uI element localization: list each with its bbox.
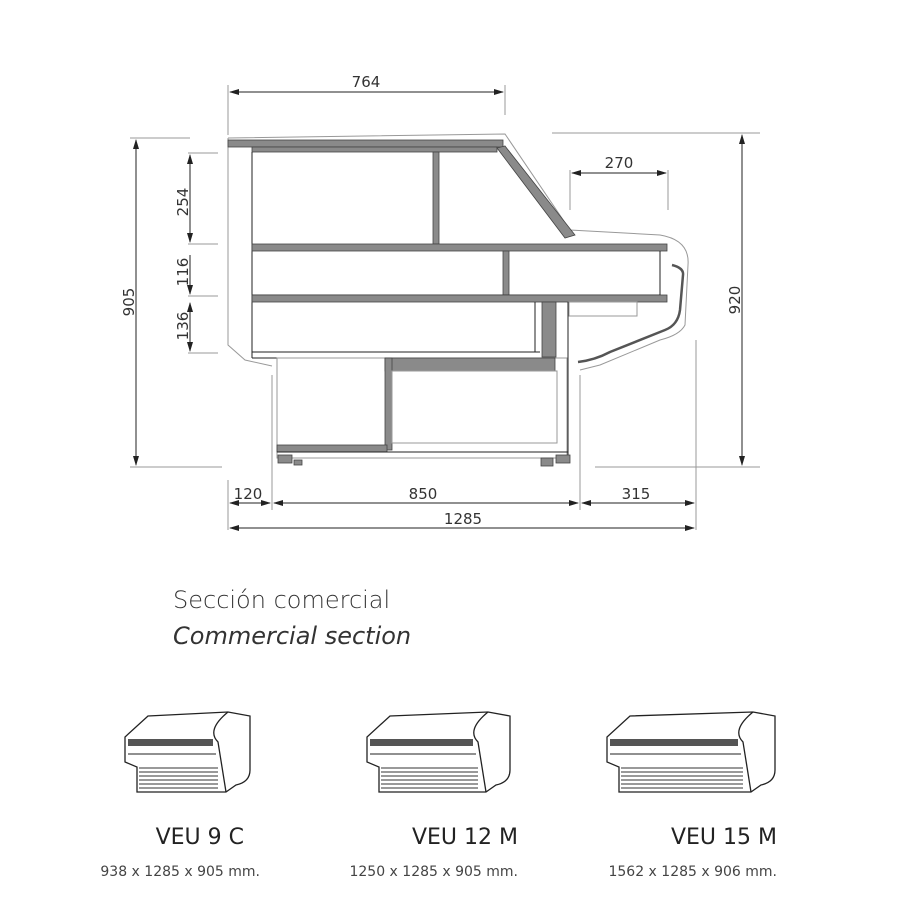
front-curved-glass bbox=[577, 263, 685, 364]
cabinet-outline bbox=[227, 133, 689, 371]
foot bbox=[277, 454, 293, 464]
model-size: 1562 x 1285 x 906 mm. bbox=[608, 864, 777, 880]
model-size: 1250 x 1285 x 905 mm. bbox=[349, 864, 518, 880]
front-glass bbox=[496, 145, 576, 239]
section-title-spanish: Sección comercial bbox=[173, 586, 391, 614]
model-size: 938 x 1285 x 905 mm. bbox=[100, 864, 260, 880]
top-slab bbox=[227, 139, 504, 148]
product-thumbnail bbox=[606, 711, 776, 793]
model-name: VEU 12 M bbox=[411, 825, 518, 850]
dim-shelf-1: 254 bbox=[174, 188, 192, 217]
dim-base-mid: 850 bbox=[409, 485, 438, 503]
model-name: VEU 15 M bbox=[670, 825, 777, 850]
dim-shelf-2: 116 bbox=[174, 258, 192, 287]
dim-base-left: 120 bbox=[234, 485, 263, 503]
dim-shelf-3: 136 bbox=[174, 312, 192, 341]
shelf bbox=[251, 243, 668, 252]
dim-height-right: 920 bbox=[726, 286, 744, 315]
dim-total-depth: 1285 bbox=[444, 510, 482, 528]
dim-glass-depth: 270 bbox=[605, 154, 634, 172]
dim-base-right: 315 bbox=[622, 485, 651, 503]
dim-height-left: 905 bbox=[120, 288, 138, 317]
section-title-english: Commercial section bbox=[173, 622, 412, 650]
model-name: VEU 9 C bbox=[155, 825, 244, 850]
product-thumbnail bbox=[366, 711, 511, 793]
shelf-support bbox=[541, 301, 557, 358]
dim-top-width: 764 bbox=[352, 73, 381, 91]
product-thumbnail bbox=[124, 711, 251, 793]
